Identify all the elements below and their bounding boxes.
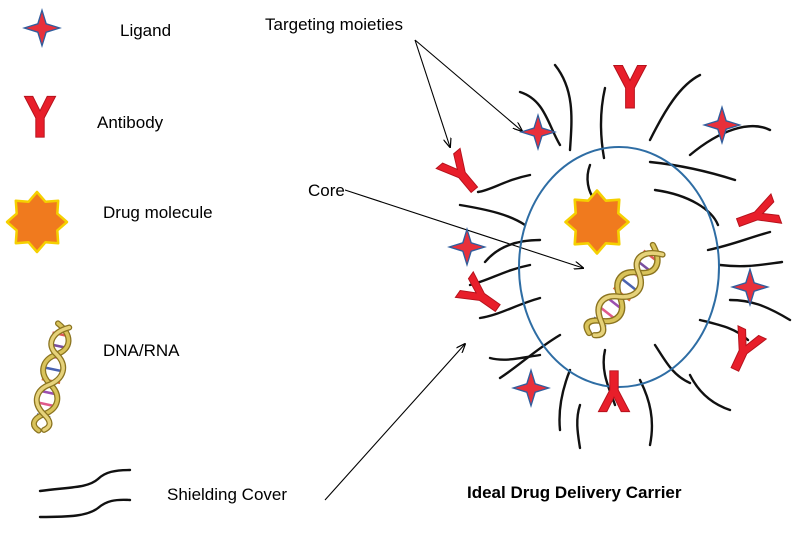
targeting-arrow-2 <box>414 39 522 131</box>
core-ring <box>518 146 720 388</box>
legend-ligand-label: Ligand <box>120 21 171 40</box>
carrier-ligand-icon <box>519 113 557 151</box>
ligand-icon <box>22 8 62 48</box>
shielding-arrow <box>324 344 465 501</box>
drug-molecule-icon <box>5 190 69 254</box>
legend-antibody-label: Antibody <box>97 113 164 132</box>
carrier-caption: Ideal Drug Delivery Carrier <box>467 483 682 502</box>
shielding-chains <box>458 63 792 450</box>
core-label: Core <box>308 181 345 200</box>
dna-rna-icon <box>30 322 73 433</box>
shielding-cover-icon <box>38 468 132 519</box>
carrier-antibody-icon <box>720 325 767 377</box>
carrier-ligand-icon <box>511 368 551 408</box>
carrier-antibody-icon <box>732 193 783 238</box>
antibody-icon <box>23 95 57 138</box>
carrier-ligand-icon <box>702 105 742 145</box>
annotations: Targeting moieties Core <box>265 15 583 501</box>
carrier-ligand-icon <box>447 227 487 267</box>
carrier-antibody-icon <box>613 65 647 109</box>
legend-shielding-cover-label: Shielding Cover <box>167 485 287 504</box>
core-dna-rna-icon <box>581 241 666 341</box>
targeting-arrow-1 <box>414 39 450 147</box>
legend: Ligand Antibody Drug molecule DNA/RNA Sh… <box>5 8 287 519</box>
core-drug-molecule-icon <box>564 189 630 255</box>
legend-dna-rna-label: DNA/RNA <box>103 341 180 360</box>
core-arrow <box>344 189 583 268</box>
targeting-moieties-label: Targeting moieties <box>265 15 403 34</box>
legend-drug-molecule-label: Drug molecule <box>103 203 213 222</box>
drug-delivery-carrier <box>435 63 792 450</box>
